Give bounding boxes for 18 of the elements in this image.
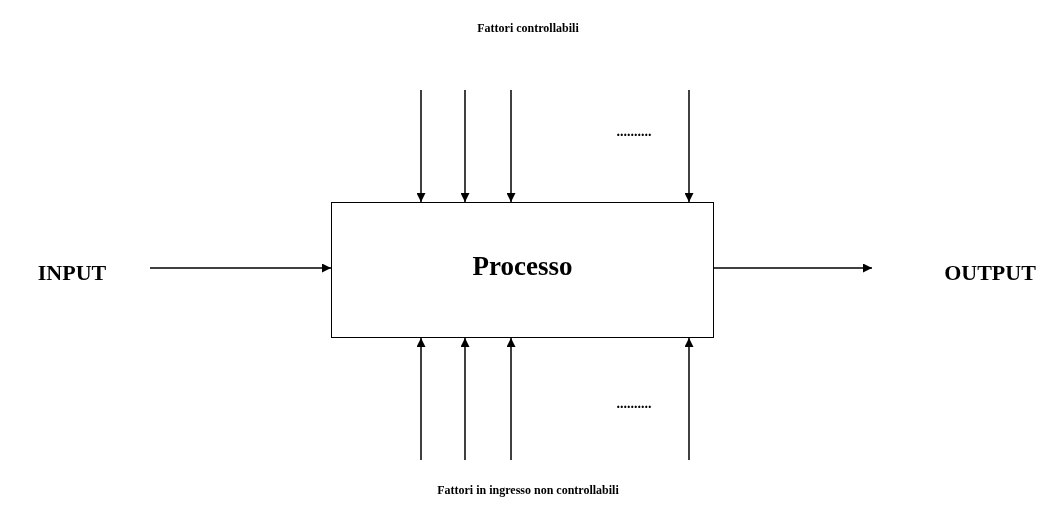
arrow: [460, 337, 470, 461]
group-heading: Fattori controllabili: [477, 21, 579, 36]
process-box: [331, 202, 714, 338]
arrow: [506, 337, 516, 461]
io-label: OUTPUT: [944, 260, 1036, 286]
arrow: [416, 337, 426, 461]
arrow: [460, 89, 470, 203]
arrow: [684, 89, 694, 203]
arrow: [684, 337, 694, 461]
arrow: [713, 263, 873, 273]
arrow: [416, 89, 426, 203]
group-heading: Fattori in ingresso non controllabili: [437, 483, 619, 498]
process-label: Processo: [472, 250, 573, 282]
arrow: [149, 263, 332, 273]
io-label: INPUT: [37, 260, 107, 286]
arrow: [506, 89, 516, 203]
ellipsis: ..........: [616, 124, 652, 140]
ellipsis: ..........: [616, 396, 652, 412]
